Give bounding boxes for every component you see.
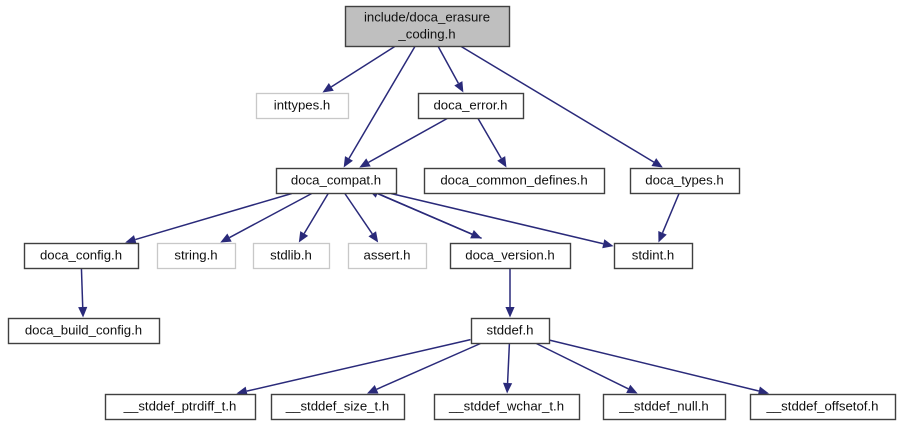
dependency-edge — [348, 46, 416, 159]
graph-node-root[interactable]: include/doca_erasure_coding.h — [344, 5, 511, 48]
dependency-edge — [460, 45, 655, 163]
graph-node-sizet[interactable]: __stddef_size_t.h — [270, 393, 406, 421]
graph-node-stddef[interactable]: stddef.h — [470, 317, 551, 345]
node-box[interactable] — [629, 167, 741, 195]
dependency-edge — [303, 193, 329, 234]
graph-node-null[interactable]: __stddef_null.h — [602, 393, 727, 421]
dependency-edge — [390, 192, 604, 245]
graph-node-assert[interactable]: assert.h — [347, 242, 428, 270]
graph-node-stdint[interactable]: stdint.h — [613, 242, 694, 270]
node-box[interactable] — [252, 242, 331, 270]
node-box[interactable] — [156, 242, 237, 270]
dependency-edge — [344, 193, 373, 235]
graph-node-docaerror[interactable]: doca_error.h — [417, 92, 525, 120]
dependency-edge — [506, 343, 511, 384]
graph-node-wchart[interactable]: __stddef_wchar_t.h — [433, 393, 581, 421]
dependency-edge — [80, 268, 84, 308]
dependency-edge — [661, 193, 680, 234]
dependency-edge — [229, 192, 313, 239]
dependency-edge — [330, 45, 396, 88]
graph-node-buildcfg[interactable]: doca_build_config.h — [7, 317, 161, 345]
dependency-edge — [549, 339, 760, 392]
dependency-edge-arrowhead — [220, 233, 232, 243]
graph-node-string[interactable]: string.h — [156, 242, 237, 270]
node-layer: include/doca_erasure_coding.h inttypes.h d… — [7, 5, 897, 421]
node-box[interactable] — [270, 393, 406, 421]
node-box[interactable] — [104, 393, 257, 421]
dependency-edge-arrowhead — [367, 385, 379, 394]
dependency-edge-arrowhead — [322, 82, 334, 93]
dependency-edge — [536, 342, 629, 390]
graph-node-types[interactable]: doca_types.h — [629, 167, 741, 195]
dependency-edge-arrowhead — [359, 158, 371, 168]
graph-node-compat[interactable]: doca_compat.h — [275, 167, 398, 195]
dependency-edge-arrowhead — [236, 386, 248, 396]
dependency-edge-arrowhead — [658, 231, 667, 243]
graph-node-version[interactable]: doca_version.h — [449, 242, 572, 270]
dependency-edge-arrowhead — [125, 235, 137, 244]
node-box[interactable] — [344, 5, 511, 48]
node-box[interactable] — [423, 167, 606, 195]
dependency-edge-arrowhead — [343, 156, 353, 168]
node-box[interactable] — [602, 393, 727, 421]
node-box[interactable] — [417, 92, 525, 120]
graph-node-ptrdiff[interactable]: __stddef_ptrdiff_t.h — [104, 393, 257, 421]
dependency-edge-arrowhead — [602, 239, 614, 249]
node-box[interactable] — [449, 242, 572, 270]
edge-layer — [78, 45, 770, 396]
graph-node-stdlib[interactable]: stdlib.h — [252, 242, 331, 270]
dependency-edge — [246, 338, 471, 392]
dependency-edge — [368, 117, 448, 164]
dependency-edge-arrowhead — [454, 81, 464, 93]
dependency-edge-arrowhead — [651, 158, 663, 168]
dependency-edge — [376, 342, 481, 390]
node-box[interactable] — [749, 393, 897, 421]
dependency-edge-arrowhead — [368, 231, 379, 243]
dependency-edge — [377, 192, 482, 240]
node-box[interactable] — [433, 393, 581, 421]
dependency-edge-arrowhead — [757, 386, 770, 396]
node-box[interactable] — [23, 242, 140, 270]
node-box[interactable] — [275, 167, 398, 195]
dependency-edge-arrowhead — [502, 382, 513, 394]
dependency-edge-arrowhead — [505, 307, 515, 318]
dependency-edge-arrowhead — [626, 384, 638, 394]
node-box[interactable] — [255, 92, 350, 120]
dependency-edge-arrowhead — [497, 156, 507, 168]
node-box[interactable] — [7, 317, 161, 345]
dependency-edge-arrowhead — [78, 306, 88, 318]
node-box[interactable] — [613, 242, 694, 270]
dependency-edge — [477, 118, 502, 159]
dependency-edge — [135, 192, 293, 241]
dependency-edge — [437, 46, 460, 84]
node-box[interactable] — [470, 317, 551, 345]
dependency-edge-arrowhead — [298, 231, 309, 243]
graph-node-offsetof[interactable]: __stddef_offsetof.h — [749, 393, 897, 421]
graph-node-common[interactable]: doca_common_defines.h — [423, 167, 606, 195]
node-box[interactable] — [347, 242, 428, 270]
graph-node-inttypes[interactable]: inttypes.h — [255, 92, 350, 120]
graph-node-config[interactable]: doca_config.h — [23, 242, 140, 270]
